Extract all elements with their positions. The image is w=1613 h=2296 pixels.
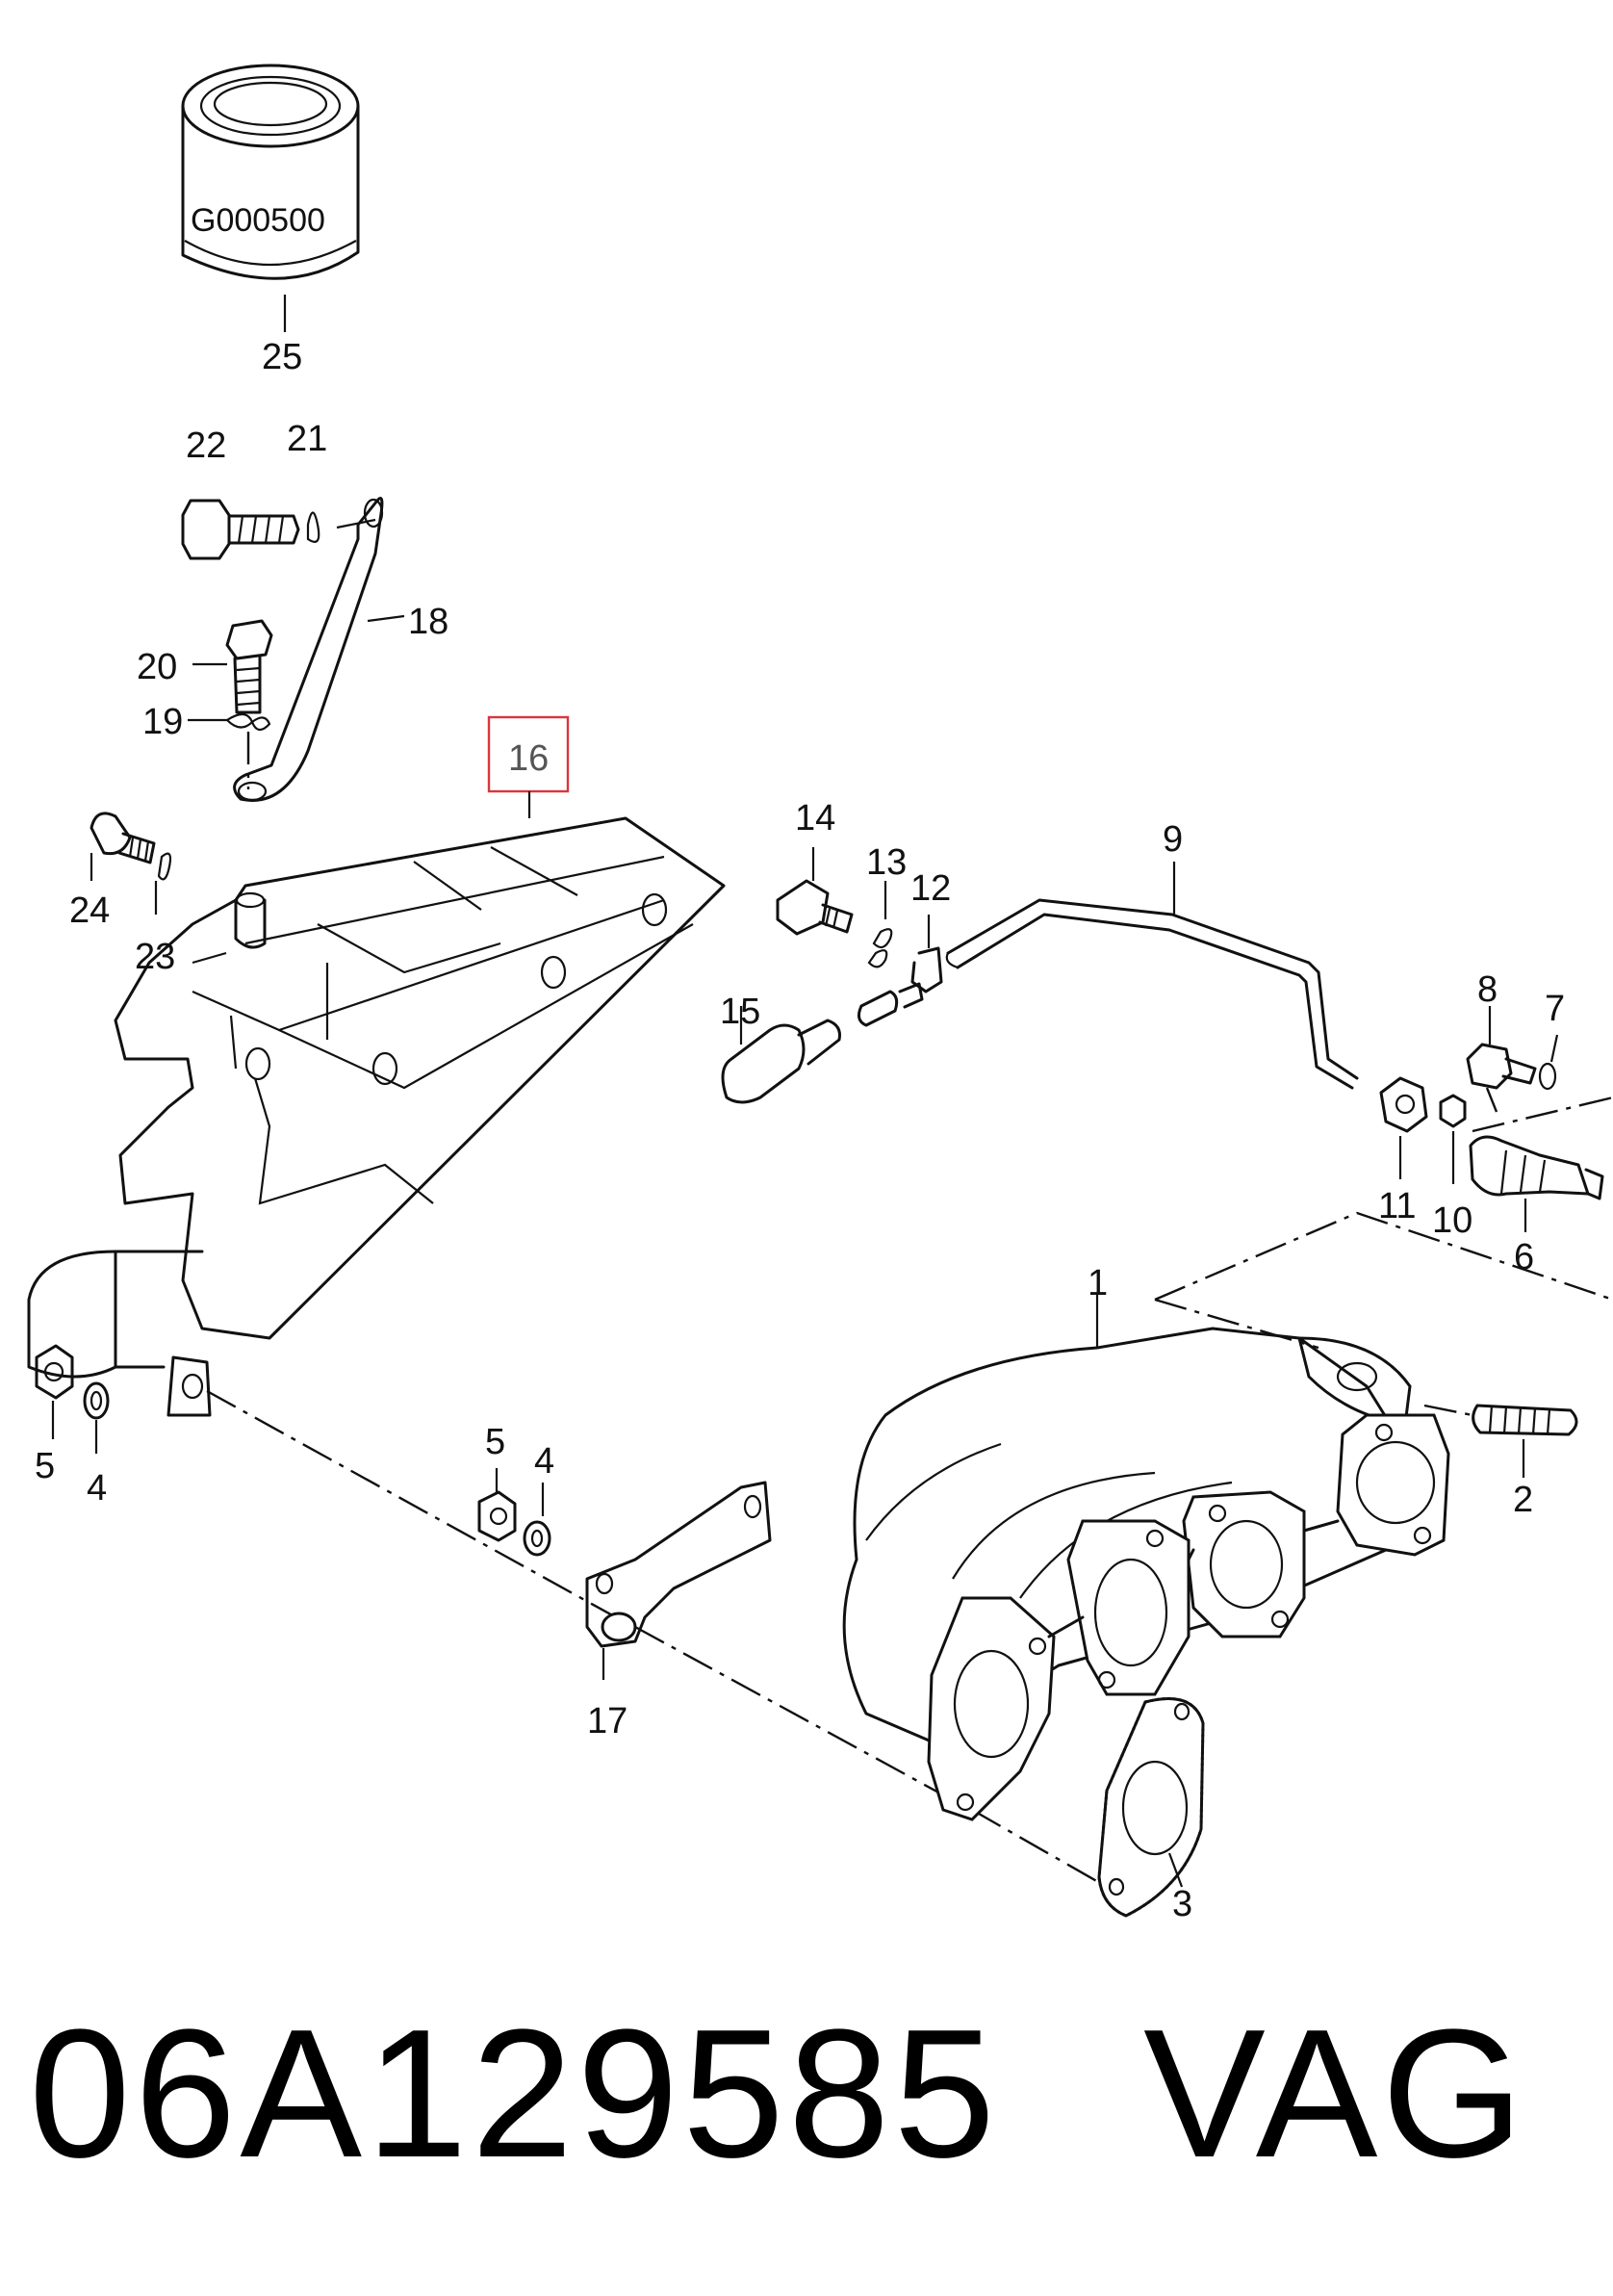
- callout-11: 11: [1378, 1186, 1416, 1226]
- stud-2: [1472, 1404, 1578, 1478]
- plug-15: [721, 982, 924, 1104]
- callout-9: 9: [1163, 819, 1183, 860]
- heat-shield: [27, 816, 726, 1417]
- callout-13: 13: [866, 842, 907, 883]
- callout-4-center: 4: [534, 1441, 554, 1482]
- pipe-9: [945, 862, 1359, 1090]
- callout-22: 22: [186, 426, 226, 466]
- flange-1: [927, 1596, 1056, 1821]
- gasket-3: [1097, 1697, 1205, 1918]
- callout-5-center: 5: [485, 1422, 505, 1462]
- callout-3: 3: [1172, 1884, 1192, 1924]
- callout-8: 8: [1477, 969, 1498, 1010]
- flange-2: [1066, 1519, 1191, 1696]
- callout-19: 19: [142, 702, 183, 742]
- callout-1: 1: [1088, 1263, 1108, 1303]
- brand-name: VAG: [1143, 1992, 1528, 2196]
- callout-15: 15: [720, 992, 760, 1032]
- callout-21: 21: [287, 419, 327, 459]
- callout-4-left: 4: [87, 1468, 107, 1509]
- filter-canister: G000500: [181, 64, 360, 332]
- callout-18: 18: [408, 602, 448, 642]
- part-number: 06A129585: [29, 1992, 1000, 2196]
- callout-2: 2: [1513, 1480, 1533, 1520]
- nut-washer-center: [477, 1468, 551, 1557]
- callout-5-left: 5: [35, 1446, 55, 1486]
- bolt-20: [188, 619, 273, 789]
- callout-25: 25: [262, 337, 302, 377]
- exhaust-manifold: [842, 1295, 1450, 1821]
- callout-24: 24: [69, 890, 110, 931]
- flange-3: [1182, 1490, 1306, 1638]
- bracket-assembly: [181, 497, 405, 802]
- nut-washer-left: [35, 1344, 110, 1454]
- callout-17: 17: [587, 1701, 627, 1741]
- callout-10: 10: [1432, 1200, 1472, 1241]
- bolt-14: [776, 847, 854, 936]
- washer-clip-12-13: [867, 881, 943, 993]
- bracket-17: [585, 1481, 772, 1680]
- bolt-24: [90, 812, 172, 915]
- callout-12: 12: [910, 868, 951, 909]
- callout-7: 7: [1545, 989, 1565, 1029]
- callout-20: 20: [137, 647, 177, 687]
- callout-16: 16: [508, 738, 549, 779]
- callout-6: 6: [1514, 1237, 1534, 1277]
- fittings-6-7-8-10-11: [1379, 1006, 1613, 1232]
- filter-marking: G000500: [191, 202, 325, 239]
- flange-4: [1336, 1413, 1450, 1557]
- callout-23: 23: [135, 937, 175, 977]
- callout-14: 14: [795, 798, 835, 838]
